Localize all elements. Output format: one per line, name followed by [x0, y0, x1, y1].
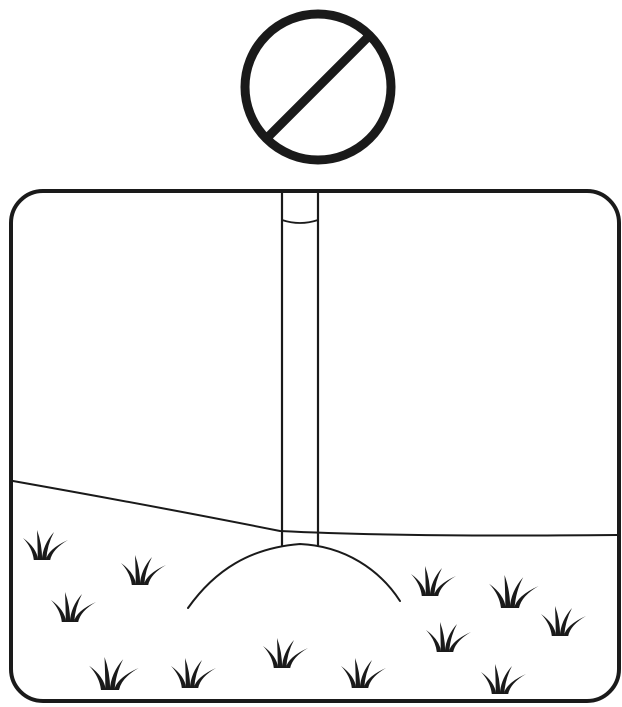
grass-blade: [448, 632, 471, 652]
grass-blade: [73, 602, 96, 622]
grass-blade: [489, 583, 506, 608]
grass-blade: [109, 659, 124, 690]
grass-blade: [411, 574, 427, 596]
grass-blade: [559, 608, 572, 636]
scene-frame: [9, 189, 621, 703]
grass-blade: [45, 540, 68, 560]
grass-blade: [429, 568, 442, 596]
grass-tuft: [23, 530, 68, 560]
grass-blade: [509, 577, 524, 608]
grass-blade: [263, 646, 279, 668]
grass-blade: [65, 592, 71, 622]
stake: [280, 191, 320, 547]
grass-blade: [277, 638, 283, 668]
grass-tuft: [263, 638, 308, 668]
grass-blade: [504, 575, 511, 608]
grass-tuft: [489, 575, 539, 608]
grass-blade: [541, 614, 557, 636]
grass-tuft: [171, 658, 216, 688]
grass-blade: [440, 622, 446, 652]
grass-blade: [503, 674, 526, 694]
grass-blade: [514, 586, 539, 608]
grass-blade: [499, 666, 512, 694]
ground-horizon-line: [12, 480, 618, 537]
grass-blade: [69, 594, 82, 622]
grass-blade: [114, 668, 139, 690]
grass-blade: [89, 665, 106, 690]
grass-blade: [104, 657, 111, 690]
grass-blade: [363, 668, 386, 688]
grass-blade: [555, 606, 561, 636]
grass-blade: [359, 660, 372, 688]
grass-blade: [425, 566, 431, 596]
grass-blade: [495, 664, 501, 694]
grass-blade: [143, 565, 166, 585]
grass-blade: [135, 555, 141, 585]
grass-blade: [355, 658, 361, 688]
grass-blade: [121, 563, 137, 585]
grass-tufts: [23, 530, 586, 694]
grass-tuft: [411, 566, 456, 596]
grass-tuft: [341, 658, 386, 688]
grass-blade: [444, 624, 457, 652]
grass-blade: [433, 576, 456, 596]
soil-mound: [187, 543, 401, 609]
grass-blade: [189, 660, 202, 688]
grass-blade: [171, 666, 187, 688]
grass-blade: [285, 648, 308, 668]
prohibition-icon: [240, 9, 396, 165]
grass-blade: [563, 616, 586, 636]
grass-blade: [51, 600, 67, 622]
grass-tuft: [541, 606, 586, 636]
grass-blade: [193, 668, 216, 688]
grass-blade: [341, 666, 357, 688]
grass-blade: [426, 630, 442, 652]
grass-blade: [185, 658, 191, 688]
grass-blade: [41, 532, 54, 560]
grass-tuft: [481, 664, 526, 694]
grass-tuft: [51, 592, 96, 622]
grass-blade: [281, 640, 294, 668]
grass-blade: [37, 530, 43, 560]
grass-tuft: [89, 657, 139, 690]
grass-blade: [23, 538, 39, 560]
grass-tuft: [121, 555, 166, 585]
grass-blade: [481, 672, 497, 694]
grass-tuft: [426, 622, 471, 652]
grass-blade: [139, 557, 152, 585]
